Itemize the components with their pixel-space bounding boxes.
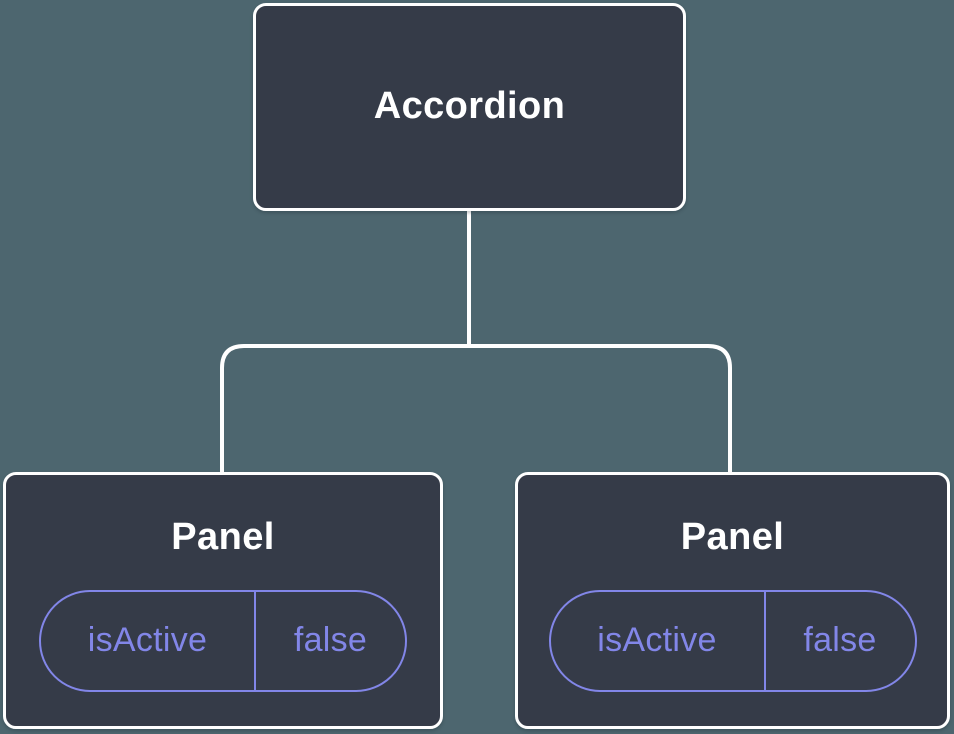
tree-node-accordion: Accordion bbox=[253, 3, 686, 211]
state-value: false bbox=[763, 591, 915, 690]
tree-node-panel-2: Panel isActive false bbox=[515, 472, 950, 729]
state-key: isActive bbox=[597, 621, 717, 660]
tree-node-panel-1: Panel isActive false bbox=[3, 472, 443, 729]
state-pill: isActive false bbox=[548, 589, 917, 692]
node-label: Panel bbox=[171, 516, 275, 558]
state-key: isActive bbox=[87, 621, 208, 660]
connector-branch bbox=[220, 344, 732, 474]
node-label: Panel bbox=[680, 516, 785, 558]
node-label: Accordion bbox=[373, 85, 566, 128]
state-value: false bbox=[254, 591, 405, 690]
state-pill: isActive false bbox=[39, 589, 407, 692]
